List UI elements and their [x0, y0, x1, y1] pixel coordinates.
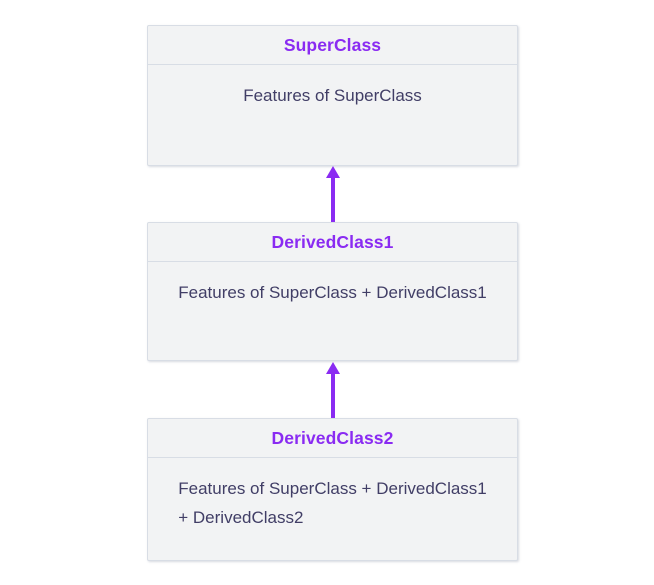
class-features-text: Features of SuperClass + DerivedClass1 +…	[178, 479, 487, 527]
class-node-derivedclass2: DerivedClass2 Features of SuperClass + D…	[147, 418, 518, 561]
class-node-header: DerivedClass2	[148, 419, 517, 458]
class-features-text: Features of SuperClass + DerivedClass1	[178, 283, 487, 302]
inheritance-arrow-derived2-to-derived1	[326, 362, 340, 418]
class-node-header: SuperClass	[148, 26, 517, 65]
class-node-superclass: SuperClass Features of SuperClass	[147, 25, 518, 166]
class-node-body: Features of SuperClass + DerivedClass1 +…	[148, 458, 517, 560]
class-title: SuperClass	[283, 34, 382, 55]
arrow-up-icon	[326, 166, 340, 178]
class-node-header: DerivedClass1	[148, 223, 517, 262]
class-node-body: Features of SuperClass + DerivedClass1	[148, 262, 517, 360]
class-features-text: Features of SuperClass	[243, 86, 422, 105]
inheritance-arrow-derived1-to-super	[326, 166, 340, 222]
arrow-shaft	[331, 374, 335, 418]
class-title: DerivedClass1	[271, 231, 394, 252]
arrow-shaft	[331, 178, 335, 222]
class-node-body: Features of SuperClass	[148, 65, 517, 165]
arrow-up-icon	[326, 362, 340, 374]
class-node-derivedclass1: DerivedClass1 Features of SuperClass + D…	[147, 222, 518, 361]
class-title: DerivedClass2	[271, 427, 394, 448]
